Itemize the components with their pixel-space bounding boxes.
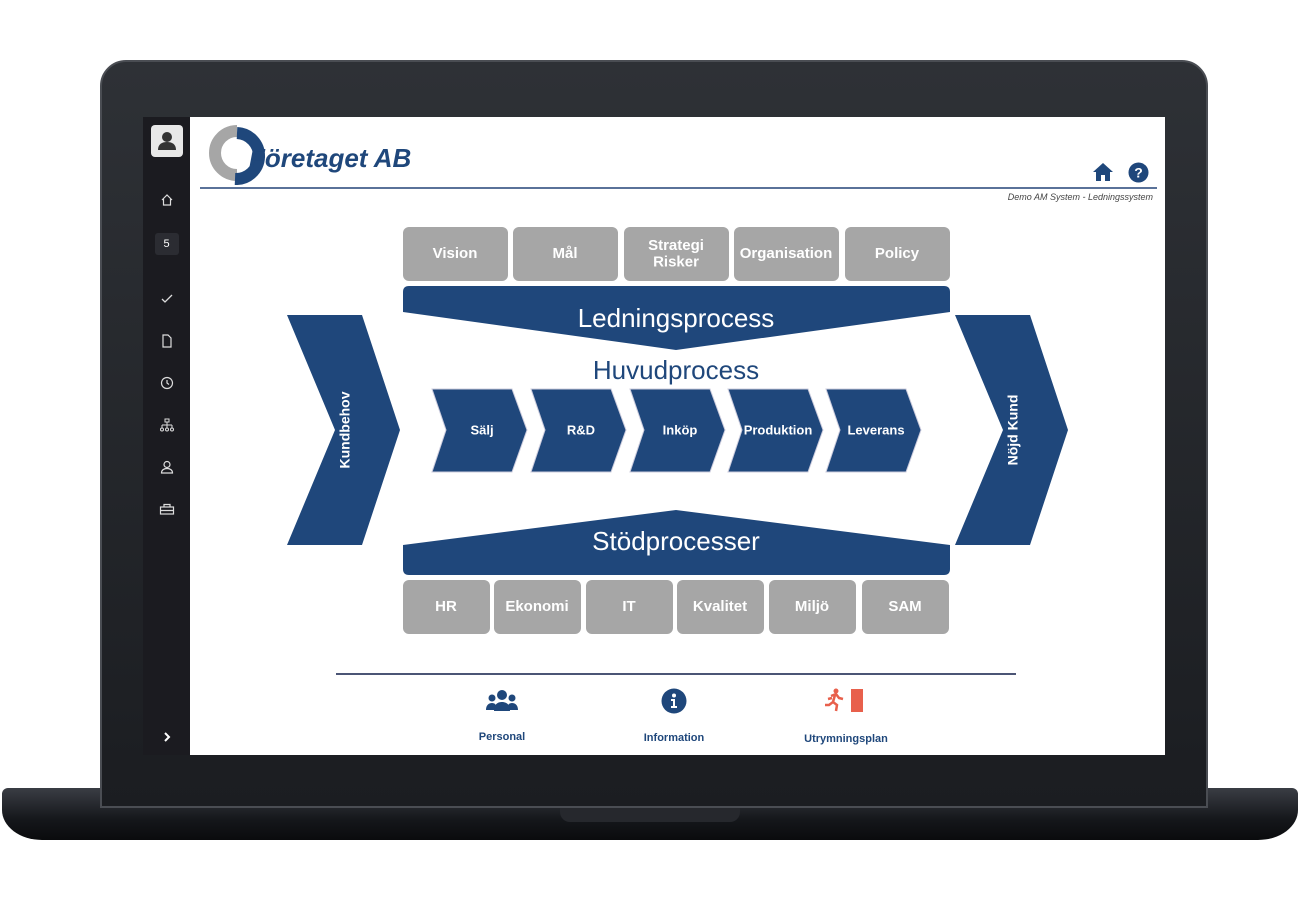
bottom-box-label: Miljö: [795, 598, 829, 615]
footer-utrymningsplan-label: Utrymningsplan: [804, 733, 888, 745]
clock-icon[interactable]: [143, 376, 190, 393]
process-step-label: R&D: [567, 422, 595, 437]
notification-badge[interactable]: 5: [143, 233, 190, 255]
bottom-box-3[interactable]: [677, 580, 764, 634]
process-step-label: Inköp: [663, 422, 698, 437]
bottom-box-1[interactable]: [494, 580, 581, 634]
ledningsprocess-label: Ledningsprocess: [578, 303, 775, 333]
process-step-1[interactable]: [530, 388, 627, 473]
footer-personal-label: Personal: [478, 731, 526, 743]
top-box-1[interactable]: [513, 227, 618, 281]
users-icon: [486, 690, 518, 711]
user-avatar-icon: [158, 132, 176, 150]
user-icon[interactable]: [143, 460, 190, 477]
top-box-label: Organisation: [740, 245, 833, 262]
bottom-box-label: Kvalitet: [693, 598, 747, 615]
svg-text:?: ?: [1134, 165, 1143, 181]
process-step-2[interactable]: [629, 388, 726, 473]
process-step-label: Leverans: [847, 422, 904, 437]
info-circle-icon: [661, 688, 687, 714]
process-step-label: Sälj: [470, 422, 493, 437]
document-icon[interactable]: [143, 334, 190, 351]
process-step-label: Produktion: [744, 422, 813, 437]
ledningsprocess-banner[interactable]: [403, 286, 950, 350]
bottom-box-0[interactable]: [403, 580, 490, 634]
header-divider: [200, 187, 1157, 189]
org-chart-icon[interactable]: [143, 418, 190, 435]
laptop-notch: [560, 806, 740, 822]
stodprocesser-banner[interactable]: [403, 510, 950, 575]
process-step-4[interactable]: [825, 388, 922, 473]
bottom-box-4[interactable]: [769, 580, 856, 634]
nojd-kund-label: Nöjd Kund: [1005, 395, 1021, 466]
nojd-kund-arrow[interactable]: [955, 315, 1068, 545]
bottom-box-2[interactable]: [586, 580, 673, 634]
footer-information-label: Information: [643, 732, 705, 744]
process-step-0[interactable]: [431, 388, 528, 473]
top-box-4[interactable]: [845, 227, 950, 281]
toolbox-icon[interactable]: [143, 502, 190, 519]
kundbehov-label: Kundbehov: [337, 391, 353, 468]
bottom-box-label: SAM: [888, 598, 921, 615]
company-name: Företaget AB: [249, 143, 412, 173]
chevron-right-icon[interactable]: [143, 731, 190, 746]
home-icon[interactable]: [1092, 162, 1114, 182]
footer-divider: [336, 673, 1016, 675]
bottom-box-label: IT: [622, 598, 635, 615]
top-box-3[interactable]: [734, 227, 839, 281]
stodprocesser-label: Stödprocesser: [592, 526, 760, 556]
bottom-box-label: HR: [435, 598, 457, 615]
huvudprocess-title: Huvudprocess: [593, 355, 759, 385]
top-box-label: Vision: [433, 245, 478, 262]
top-box-0[interactable]: [403, 227, 508, 281]
home-icon[interactable]: [143, 193, 190, 210]
user-avatar[interactable]: [151, 125, 183, 157]
company-logo: [209, 125, 265, 185]
bottom-box-label: Ekonomi: [505, 598, 568, 615]
question-circle-icon[interactable]: ?: [1128, 162, 1149, 183]
app-screen: 5 Företaget AB ? Demo AM System - Lednin…: [143, 117, 1165, 755]
top-box-2[interactable]: [624, 227, 729, 281]
top-box-label: Policy: [875, 245, 920, 262]
kundbehov-arrow[interactable]: [287, 315, 400, 545]
top-box-label: Mål: [552, 245, 577, 262]
system-subtitle: Demo AM System - Ledningssystem: [1007, 192, 1153, 202]
check-icon[interactable]: [143, 292, 190, 309]
sidebar: 5: [143, 117, 190, 755]
emergency-exit-icon: [825, 688, 863, 712]
process-step-3[interactable]: [727, 388, 824, 473]
bottom-box-5[interactable]: [862, 580, 949, 634]
